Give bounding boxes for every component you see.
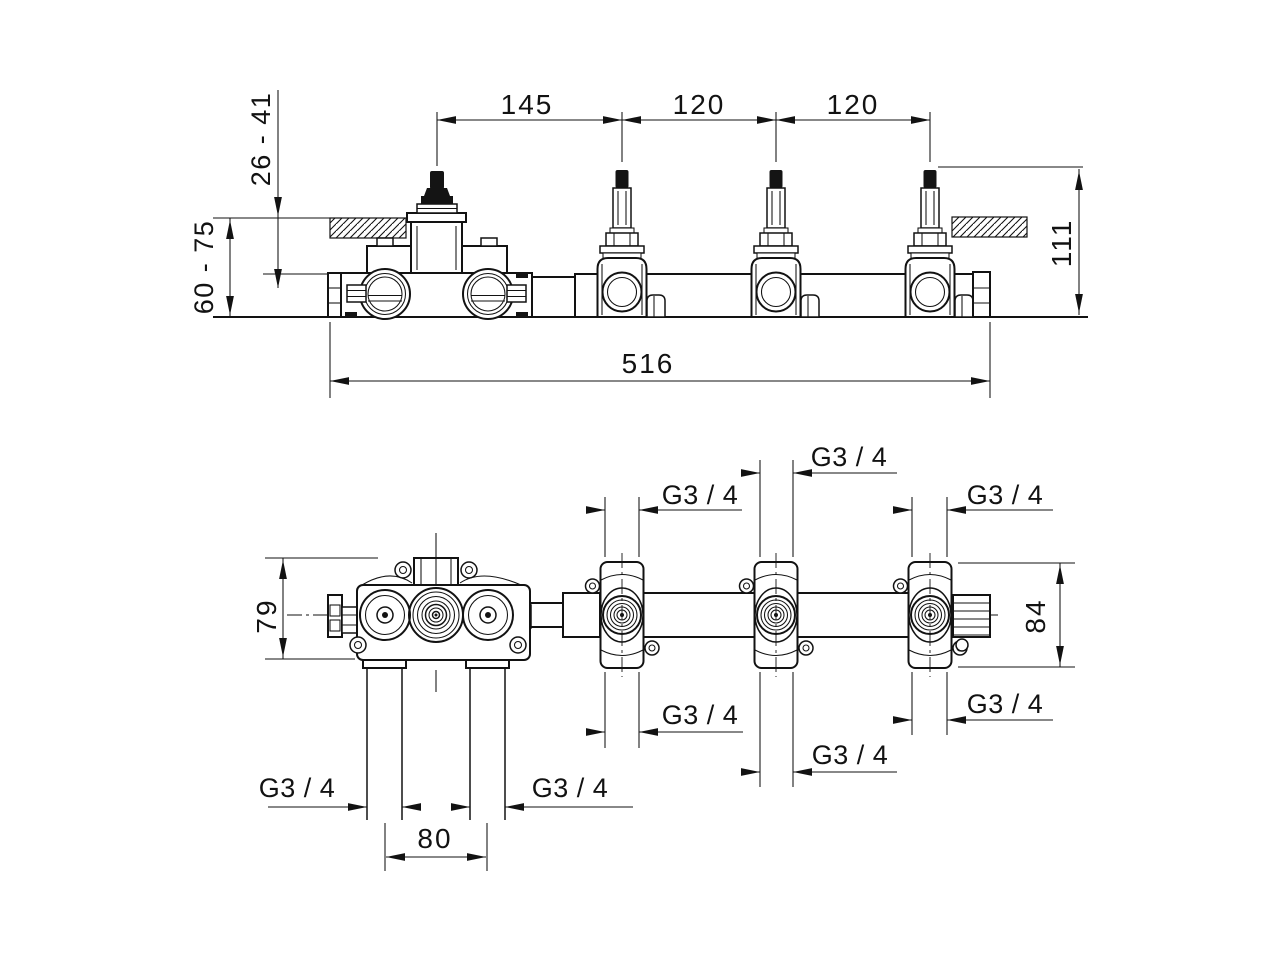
dim-valve-height-84: 84 xyxy=(958,562,1075,668)
dim-thread-mixer-outlet-left: G3 / 4 xyxy=(259,773,421,811)
dim-label-120-b: 120 xyxy=(827,89,880,120)
rail-segment-front xyxy=(562,592,601,638)
dim-label-516: 516 xyxy=(622,348,675,379)
dim-mounting-depth-range: 60 - 75 xyxy=(189,218,234,317)
rail-segment-front xyxy=(642,592,756,638)
dim-thread-valve-c-bottom: G3 / 4 xyxy=(893,672,1053,735)
thread-label-mixer-outlet-left: G3 / 4 xyxy=(259,773,336,803)
wall-section-hatch-left xyxy=(329,217,407,239)
dim-label-145: 145 xyxy=(501,89,554,120)
mixer-mounting-lugs xyxy=(349,561,527,654)
end-cap-side-right xyxy=(972,271,991,318)
mixer-outlet-pipes xyxy=(366,668,506,871)
dim-label-84: 84 xyxy=(1020,598,1051,633)
stem-knurl xyxy=(421,196,453,204)
dim-label-111: 111 xyxy=(1046,219,1077,268)
dim-body-height-111: 111 xyxy=(938,166,1083,315)
mixer-body-front xyxy=(327,533,532,692)
dim-wall-offset-range: 26 - 41 xyxy=(246,90,282,288)
dim-thread-mixer-outlet-right: G3 / 4 xyxy=(451,773,633,811)
dim-label-120-a: 120 xyxy=(673,89,726,120)
stem-cone xyxy=(424,188,450,196)
rail-segment xyxy=(574,273,599,318)
shoulder-bolt-right xyxy=(480,237,498,247)
thread-label-valve-c-top: G3 / 4 xyxy=(967,480,1044,510)
rail-segment xyxy=(645,273,753,318)
mixer-port-right xyxy=(462,268,527,320)
dim-outlet-spacing-80: 80 xyxy=(386,823,486,861)
thread-label-valve-b-top: G3 / 4 xyxy=(811,442,888,472)
mixer-front-cartridge xyxy=(408,587,464,643)
mixer-port-left xyxy=(346,268,411,320)
thread-label-valve-a-top: G3 / 4 xyxy=(662,480,739,510)
rail-segment-front xyxy=(796,592,910,638)
mixer-body-side xyxy=(327,171,533,320)
connector-stub-side xyxy=(531,276,576,318)
end-cap-front-right xyxy=(952,594,991,652)
dim-mixer-height-79: 79 xyxy=(251,557,378,660)
shoulder-bolt-left xyxy=(376,237,394,247)
side-elevation-view: 145 120 120 26 - 41 60 - 75 111 xyxy=(189,89,1088,398)
mixer-stem-tip xyxy=(430,171,444,189)
thread-label-valve-a-bottom: G3 / 4 xyxy=(662,700,739,730)
thread-label-mixer-outlet-right: G3 / 4 xyxy=(532,773,609,803)
dim-thread-valve-b-bottom: G3 / 4 xyxy=(741,672,897,787)
dim-valve-spacing: 145 120 120 xyxy=(436,89,931,166)
dim-label-26-41: 26 - 41 xyxy=(246,92,276,187)
dim-label-79: 79 xyxy=(251,598,282,633)
thread-label-valve-b-bottom: G3 / 4 xyxy=(812,740,889,770)
mixer-front-port-right xyxy=(462,589,514,641)
wall-section-hatch-right xyxy=(951,216,1028,238)
dim-label-60-75: 60 - 75 xyxy=(189,220,219,315)
dim-thread-valve-b-top: G3 / 4 xyxy=(741,442,897,557)
dim-thread-valve-a-top: G3 / 4 xyxy=(586,480,742,557)
front-view: 79 84 80 G3 / 4 xyxy=(251,442,1075,871)
mixer-cartridge-tower xyxy=(406,171,467,274)
connector-stub-front xyxy=(529,602,564,628)
dim-label-80: 80 xyxy=(417,823,452,854)
thread-label-valve-c-bottom: G3 / 4 xyxy=(967,689,1044,719)
dim-overall-width-516: 516 xyxy=(329,322,991,398)
dim-thread-valve-c-top: G3 / 4 xyxy=(893,480,1053,557)
dim-thread-valve-a-bottom: G3 / 4 xyxy=(586,672,743,748)
